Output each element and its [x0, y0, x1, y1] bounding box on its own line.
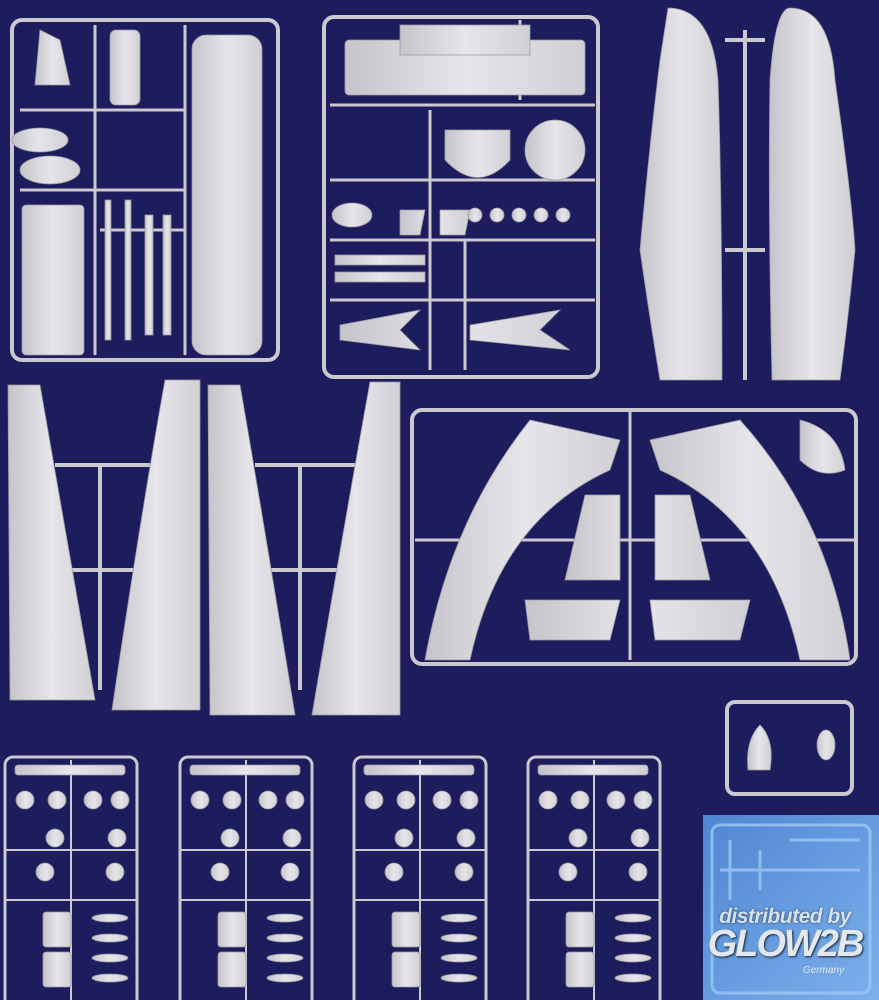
tailplane-left: [424, 419, 621, 661]
small-sprue-1: [3, 755, 139, 1000]
wing-right-upper: [207, 384, 296, 716]
part: [19, 155, 81, 185]
part: [524, 119, 586, 181]
fuselage-half-left: [639, 7, 723, 381]
part: [104, 199, 112, 341]
clear-sprue: [703, 815, 879, 1000]
watermark-country: Germany: [802, 965, 844, 976]
part: [124, 199, 132, 341]
panel-part: [21, 204, 85, 356]
part: [399, 24, 531, 56]
fuselage-half-right: [768, 7, 856, 381]
part: [339, 309, 571, 351]
sprue-c-frame: [410, 408, 858, 666]
part: [34, 29, 71, 86]
part: [331, 202, 373, 228]
fuselage-floor-part: [191, 34, 263, 356]
wing-left-upper: [7, 384, 96, 701]
part: [399, 209, 471, 236]
part: [747, 724, 772, 771]
sprue-a-frame: [10, 18, 280, 362]
tailplane-right: [649, 419, 851, 661]
watermark-brand: GLOW2B: [707, 923, 865, 965]
part: [444, 129, 511, 178]
distributor-watermark: distributed by GLOW2B Germany: [700, 905, 870, 976]
part: [816, 729, 836, 761]
watermark-line1: distributed by: [719, 905, 851, 928]
rudder-parts: [524, 599, 751, 641]
part: [144, 214, 154, 336]
part: [162, 214, 172, 336]
small-sprue-2: [178, 755, 314, 1000]
part: [109, 29, 141, 106]
part: [11, 127, 69, 153]
small-sprue-4: [526, 755, 662, 1000]
elevator-parts: [564, 494, 711, 581]
part: [799, 419, 846, 474]
sprue-b-frame: [322, 15, 600, 379]
wing-right-lower: [311, 381, 401, 716]
sprue-small-frame: [725, 700, 854, 796]
wing-left-lower: [111, 379, 201, 711]
small-sprue-3: [352, 755, 488, 1000]
